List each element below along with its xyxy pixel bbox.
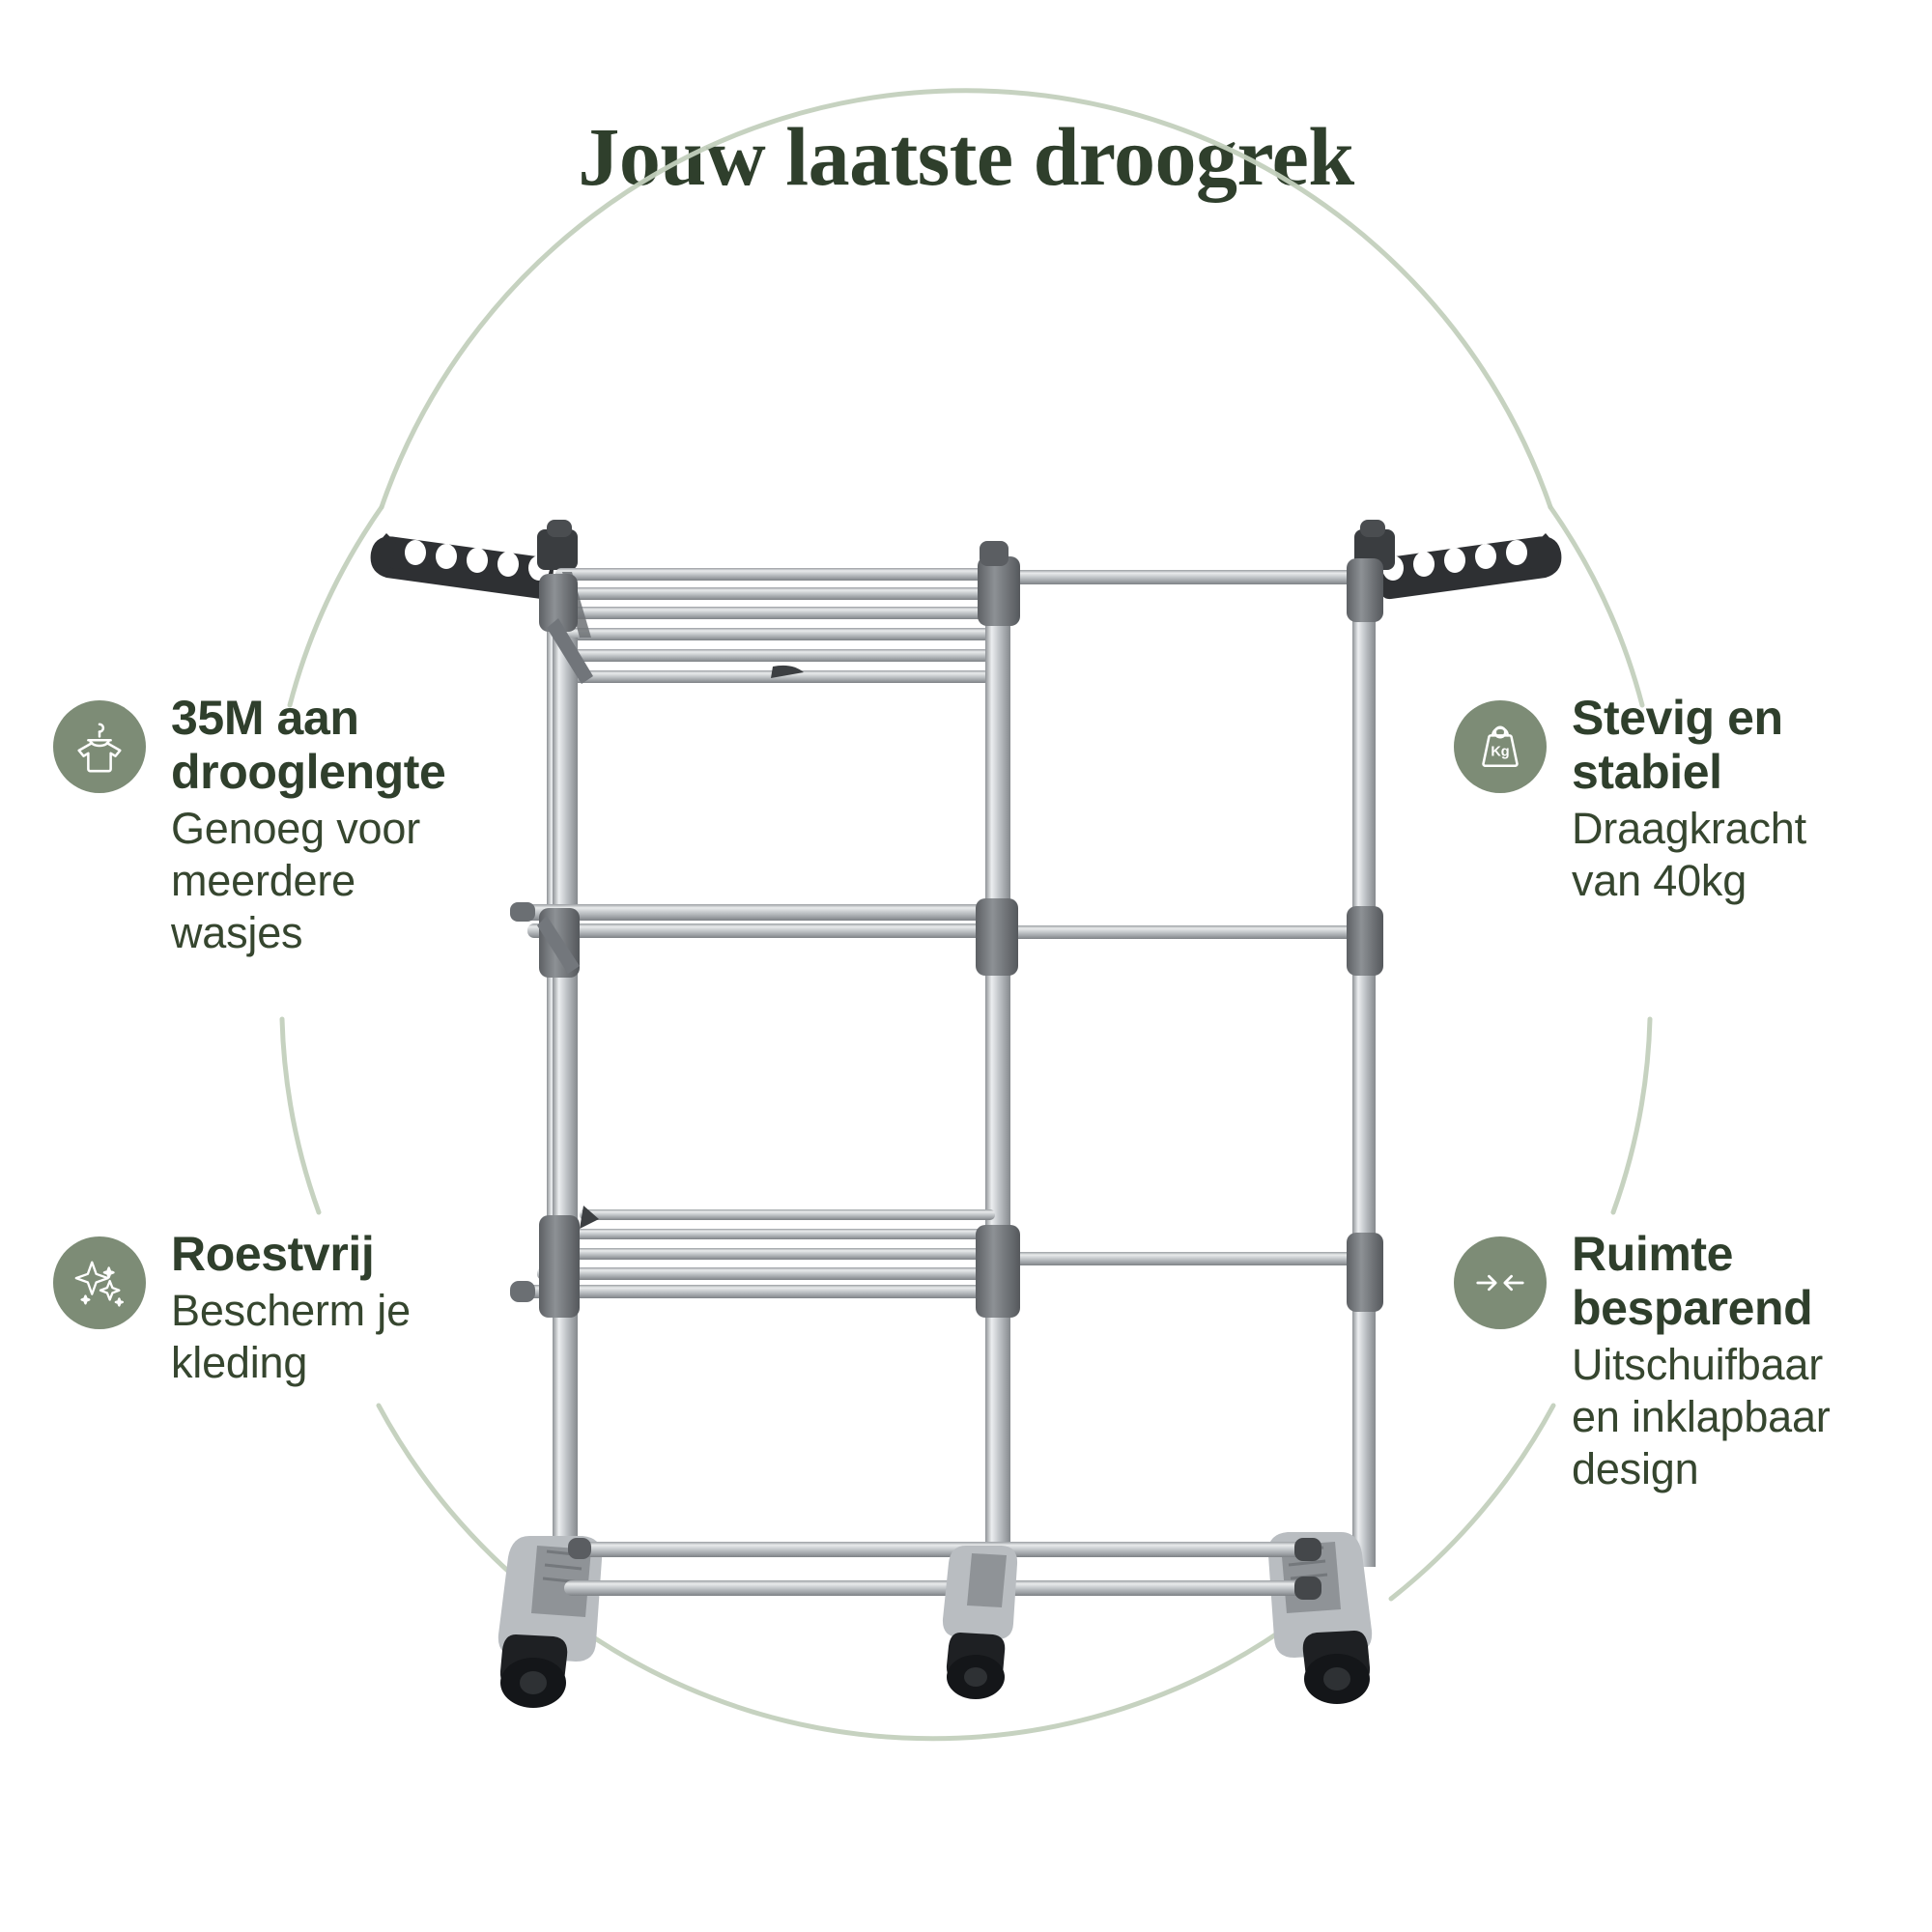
svg-text:Kg: Kg (1491, 745, 1509, 760)
vertical-posts (547, 572, 1376, 1567)
page-title: Jouw laatste droogrek (578, 110, 1354, 203)
tshirt-hanger-icon (53, 700, 146, 793)
weight-kg-icon: Kg (1454, 700, 1547, 793)
feature-title: 35M aan drooglengte (171, 691, 446, 799)
feature-title: Roestvrij (171, 1227, 375, 1281)
middle-tier (510, 898, 1383, 978)
sparkles-icon (53, 1236, 146, 1329)
feature-text: Roestvrij Bescherm je kleding (171, 1227, 411, 1389)
arrows-compress-icon (1454, 1236, 1547, 1329)
hook-arm-right (1354, 520, 1562, 600)
feature-sturdy-stable: Kg Stevig en stabiel Draagkracht van 40k… (1454, 691, 1908, 907)
feature-rust-free: Roestvrij Bescherm je kleding (53, 1227, 488, 1389)
feature-subtitle: Bescherm je kleding (171, 1286, 411, 1387)
feature-text: Stevig en stabiel Draagkracht van 40kg (1572, 691, 1806, 907)
top-tier-bars (547, 568, 1365, 683)
tier-joints-top (539, 541, 1383, 684)
feature-subtitle: Genoeg voor meerdere wasjes (171, 804, 420, 957)
feature-subtitle: Uitschuifbaar en inklapbaar design (1572, 1340, 1831, 1493)
feature-space-saving: Ruimte besparend Uitschuifbaar en inklap… (1454, 1227, 1918, 1495)
base-frame (497, 1532, 1373, 1662)
feature-title: Ruimte besparend (1572, 1227, 1813, 1335)
hook-arm-left (370, 520, 578, 600)
feature-subtitle: Draagkracht van 40kg (1572, 804, 1806, 905)
feature-drying-length: 35M aan drooglengte Genoeg voor meerdere… (53, 691, 507, 959)
feature-title: Stevig en stabiel (1572, 691, 1783, 799)
lower-tier-shelf (510, 1206, 1383, 1318)
feature-text: 35M aan drooglengte Genoeg voor meerdere… (171, 691, 446, 959)
feature-text: Ruimte besparend Uitschuifbaar en inklap… (1572, 1227, 1831, 1495)
caster-wheels (499, 1631, 1371, 1708)
